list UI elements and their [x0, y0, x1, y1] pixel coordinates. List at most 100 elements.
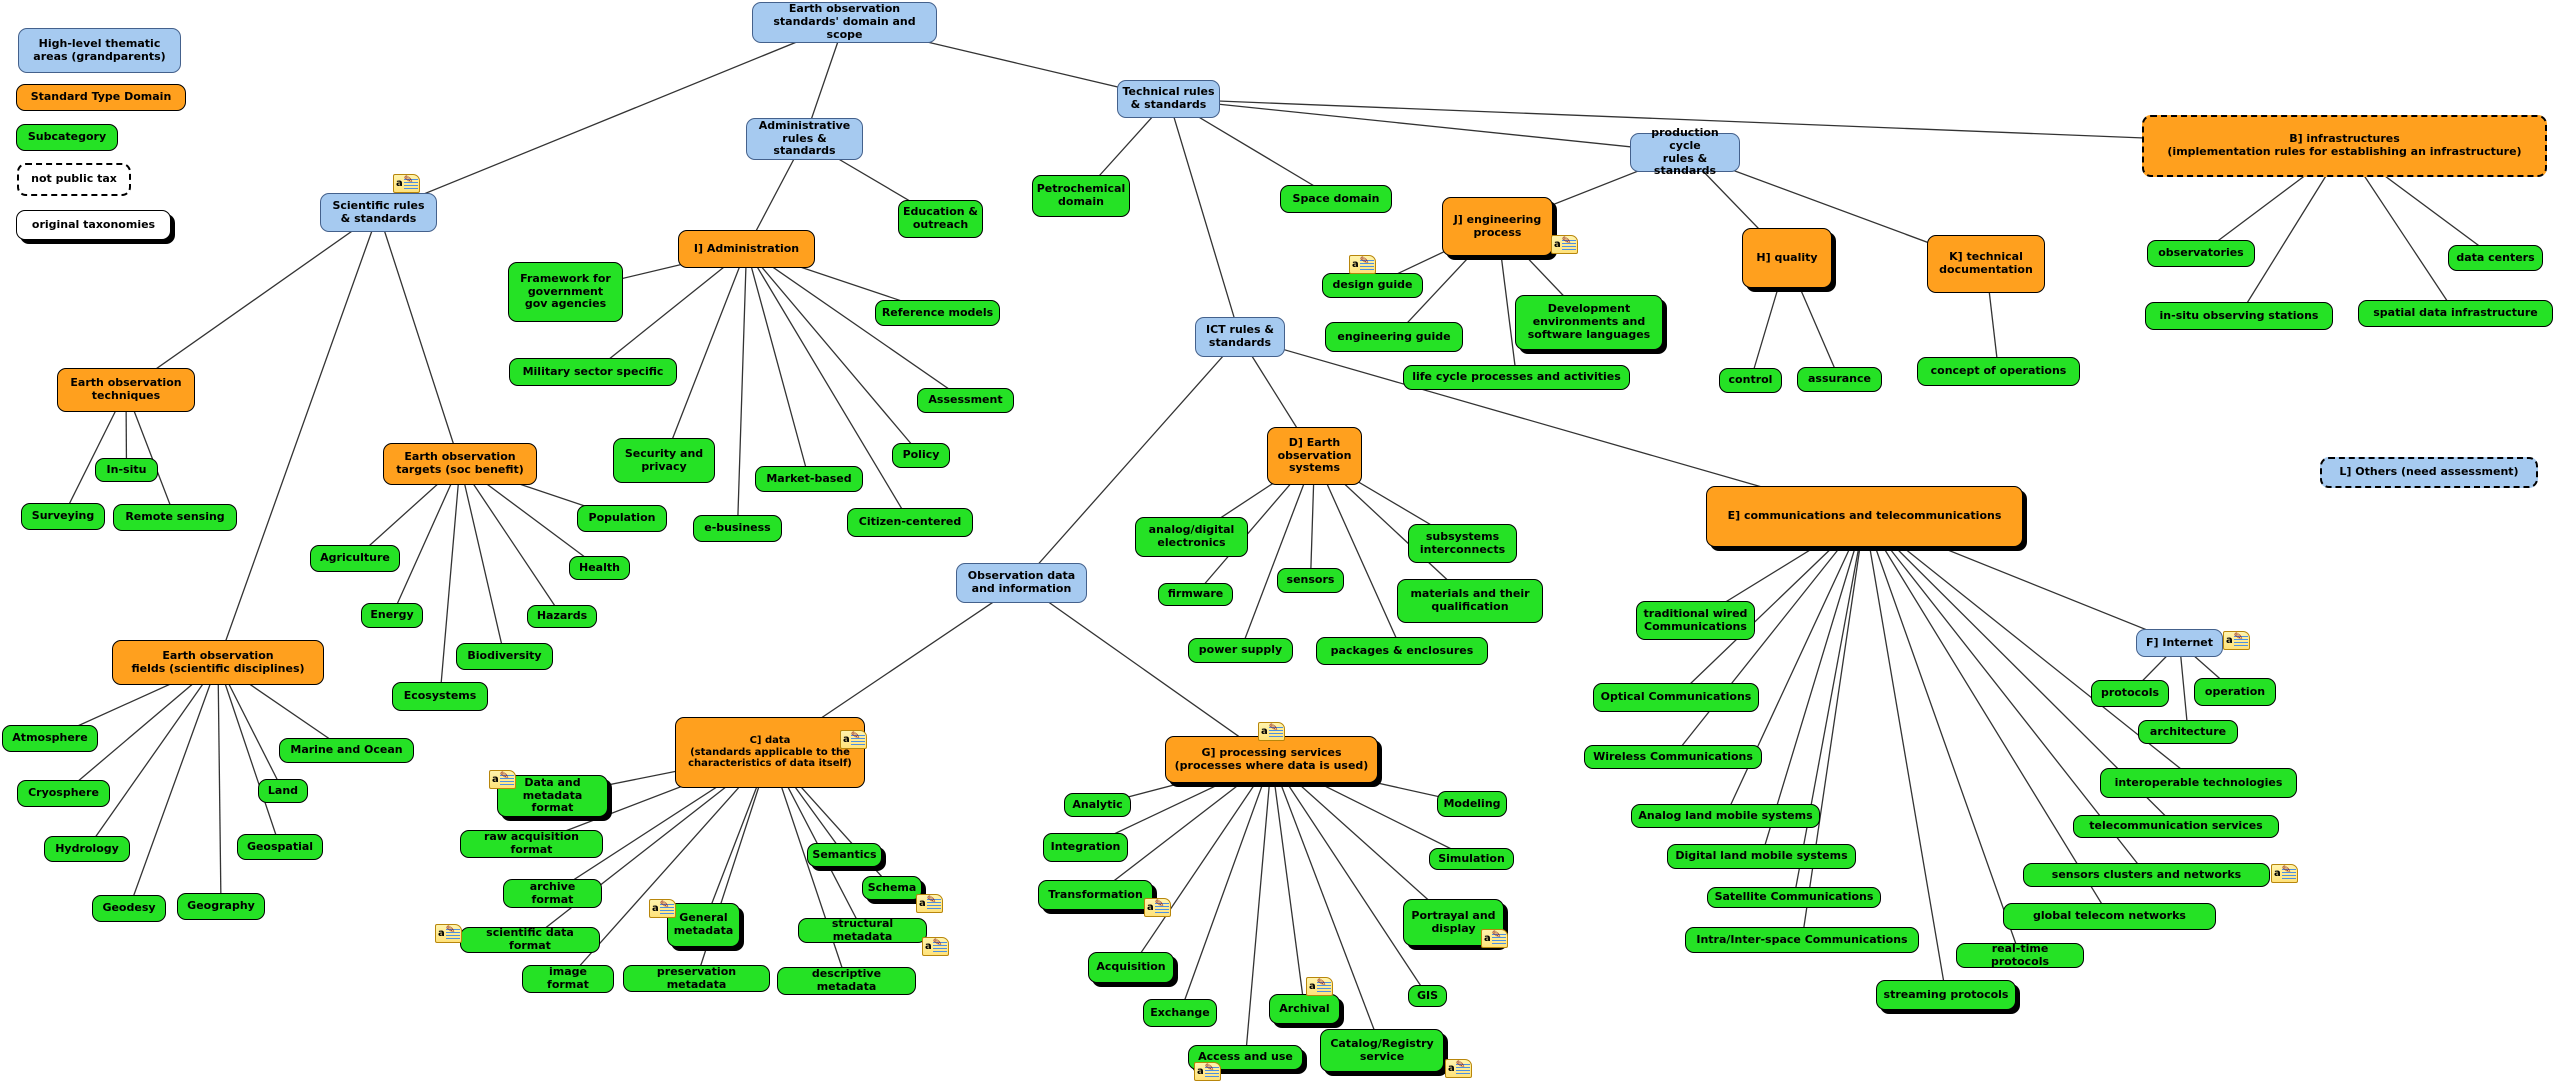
node-archival[interactable]: Archival	[1269, 994, 1340, 1024]
node-raw-acquisition-format[interactable]: raw acquisition format	[460, 830, 603, 858]
node-geography[interactable]: Geography	[177, 893, 265, 920]
node-petrochemical-domain[interactable]: Petrochemical domain	[1032, 175, 1130, 217]
node-engineering-guide[interactable]: engineering guide	[1325, 322, 1463, 352]
node-legend-subcategory[interactable]: Subcategory	[16, 124, 118, 151]
node-schema[interactable]: Schema	[862, 876, 922, 900]
node-eo-techniques[interactable]: Earth observation techniques	[57, 368, 195, 412]
node-analog-digital-electronics[interactable]: analog/digital electronics	[1135, 517, 1248, 557]
node-atmosphere[interactable]: Atmosphere	[2, 725, 98, 752]
node-image-format[interactable]: image format	[522, 965, 614, 993]
node-g-processing[interactable]: G] processing services (processes where …	[1165, 736, 1378, 783]
node-modeling[interactable]: Modeling	[1437, 791, 1507, 817]
node-assurance[interactable]: assurance	[1797, 367, 1882, 392]
node-general-metadata[interactable]: General metadata	[667, 903, 740, 947]
annotation-note-icon[interactable]: a✎	[1194, 1060, 1221, 1081]
node-streaming-protocols[interactable]: streaming protocols	[1876, 980, 2016, 1010]
node-transformation[interactable]: Transformation	[1038, 880, 1153, 910]
node-architecture[interactable]: architecture	[2138, 720, 2238, 744]
node-cryosphere[interactable]: Cryosphere	[17, 780, 110, 807]
node-l-others[interactable]: L] Others (need assessment)	[2320, 457, 2538, 488]
node-packages-enclosures[interactable]: packages & enclosures	[1316, 637, 1488, 665]
annotation-note-icon[interactable]: a✎	[2223, 629, 2250, 650]
node-eo-targets[interactable]: Earth observation targets (soc benefit)	[383, 443, 537, 485]
annotation-note-icon[interactable]: a✎	[435, 922, 462, 943]
node-space-domain[interactable]: Space domain	[1280, 185, 1392, 213]
node-catalog-registry[interactable]: Catalog/Registry service	[1320, 1029, 1444, 1072]
node-reference-models[interactable]: Reference models	[875, 300, 1000, 326]
node-h-quality[interactable]: H] quality	[1742, 228, 1832, 288]
annotation-note-icon[interactable]: a✎	[840, 728, 867, 749]
node-real-time-protocols[interactable]: real-time protocols	[1956, 942, 2084, 968]
node-telecom-services[interactable]: telecommunication services	[2073, 815, 2279, 838]
node-market-based[interactable]: Market-based	[755, 466, 863, 492]
node-production-cycle[interactable]: production cycle rules & standards	[1630, 126, 1740, 177]
node-interoperable-tech[interactable]: interoperable technologies	[2100, 768, 2297, 798]
annotation-note-icon[interactable]: a✎	[1445, 1057, 1472, 1078]
node-agriculture[interactable]: Agriculture	[310, 545, 400, 572]
node-subsystems-interconnects[interactable]: subsystems interconnects	[1408, 524, 1517, 563]
node-citizen-centered[interactable]: Citizen-centered	[847, 508, 973, 537]
node-power-supply[interactable]: power supply	[1188, 638, 1293, 663]
node-analog-land-mobile[interactable]: Analog land mobile systems	[1631, 804, 1820, 828]
node-concept-operations[interactable]: concept of operations	[1917, 357, 2080, 386]
node-sensors[interactable]: sensors	[1277, 568, 1344, 593]
node-optical-communications[interactable]: Optical Communications	[1593, 683, 1759, 712]
node-life-cycle[interactable]: life cycle processes and activities	[1403, 365, 1630, 390]
node-exchange[interactable]: Exchange	[1143, 999, 1217, 1027]
annotation-note-icon[interactable]: a✎	[2271, 862, 2298, 883]
node-f-internet[interactable]: F] Internet	[2136, 629, 2223, 657]
node-data-centers[interactable]: data centers	[2448, 245, 2543, 271]
node-archive-format[interactable]: archive format	[503, 879, 602, 908]
node-land[interactable]: Land	[258, 779, 308, 803]
node-spatial-data-infrastructure[interactable]: spatial data infrastructure	[2358, 300, 2553, 327]
annotation-note-icon[interactable]: a✎	[1481, 927, 1508, 948]
node-b-infrastructures[interactable]: B] infrastructures (implementation rules…	[2142, 115, 2547, 177]
node-biodiversity[interactable]: Biodiversity	[456, 643, 553, 670]
node-scientific-data-format[interactable]: scientific data format	[460, 926, 600, 953]
node-observatories[interactable]: observatories	[2147, 240, 2255, 267]
node-legend-grandparents[interactable]: High-level thematic areas (grandparents)	[18, 28, 181, 73]
node-control[interactable]: control	[1719, 368, 1782, 393]
node-e-business[interactable]: e-business	[693, 515, 782, 542]
node-integration[interactable]: Integration	[1043, 833, 1128, 862]
annotation-note-icon[interactable]: a✎	[1551, 233, 1578, 254]
node-k-technical-doc[interactable]: K] technical documentation	[1927, 235, 2045, 293]
node-geospatial[interactable]: Geospatial	[237, 834, 323, 860]
node-framework-gov-agencies[interactable]: Framework for government gov agencies	[508, 262, 623, 322]
node-ecosystems[interactable]: Ecosystems	[392, 682, 488, 711]
node-population[interactable]: Population	[577, 505, 667, 532]
node-wireless-communications[interactable]: Wireless Communications	[1584, 745, 1762, 769]
node-e-communications[interactable]: E] communications and telecommunications	[1706, 486, 2023, 547]
node-scientific-rules[interactable]: Scientific rules & standards	[320, 193, 437, 232]
annotation-note-icon[interactable]: a✎	[916, 892, 943, 913]
node-firmware[interactable]: firmware	[1158, 583, 1233, 606]
node-internet-protocols[interactable]: protocols	[2091, 680, 2169, 707]
node-c-data[interactable]: C] data (standards applicable to the cha…	[675, 717, 865, 788]
node-hazards[interactable]: Hazards	[527, 605, 597, 628]
node-materials-qualification[interactable]: materials and their qualification	[1397, 579, 1543, 623]
node-structural-metadata[interactable]: structural metadata	[798, 917, 927, 943]
node-in-situ[interactable]: In-situ	[95, 458, 158, 482]
node-energy[interactable]: Energy	[361, 603, 423, 628]
annotation-note-icon[interactable]: a✎	[1144, 896, 1171, 917]
node-in-situ-observing-stations[interactable]: in-situ observing stations	[2145, 302, 2333, 330]
node-legend-standard-type-domain[interactable]: Standard Type Domain	[16, 84, 186, 111]
annotation-note-icon[interactable]: a✎	[649, 897, 676, 918]
node-legend-original-taxonomies[interactable]: original taxonomies	[16, 210, 171, 240]
node-preservation-metadata[interactable]: preservation metadata	[623, 965, 770, 992]
node-analytic[interactable]: Analytic	[1064, 793, 1131, 817]
node-acquisition[interactable]: Acquisition	[1088, 952, 1174, 983]
node-dev-environments[interactable]: Development environments and software la…	[1515, 295, 1663, 350]
annotation-note-icon[interactable]: a✎	[1258, 720, 1285, 741]
node-semantics[interactable]: Semantics	[807, 843, 882, 867]
node-education-outreach[interactable]: Education & outreach	[898, 200, 983, 238]
node-legend-not-public-tax[interactable]: not public tax	[17, 163, 131, 196]
annotation-note-icon[interactable]: a✎	[393, 172, 420, 193]
node-simulation[interactable]: Simulation	[1429, 848, 1514, 870]
node-access-and-use[interactable]: Access and use	[1188, 1045, 1303, 1070]
node-policy[interactable]: Policy	[892, 443, 950, 468]
node-root[interactable]: Earth observation standards' domain and …	[752, 2, 937, 43]
node-ict-rules[interactable]: ICT rules & standards	[1195, 317, 1285, 357]
node-remote-sensing[interactable]: Remote sensing	[113, 504, 237, 531]
annotation-note-icon[interactable]: a✎	[1306, 975, 1333, 996]
